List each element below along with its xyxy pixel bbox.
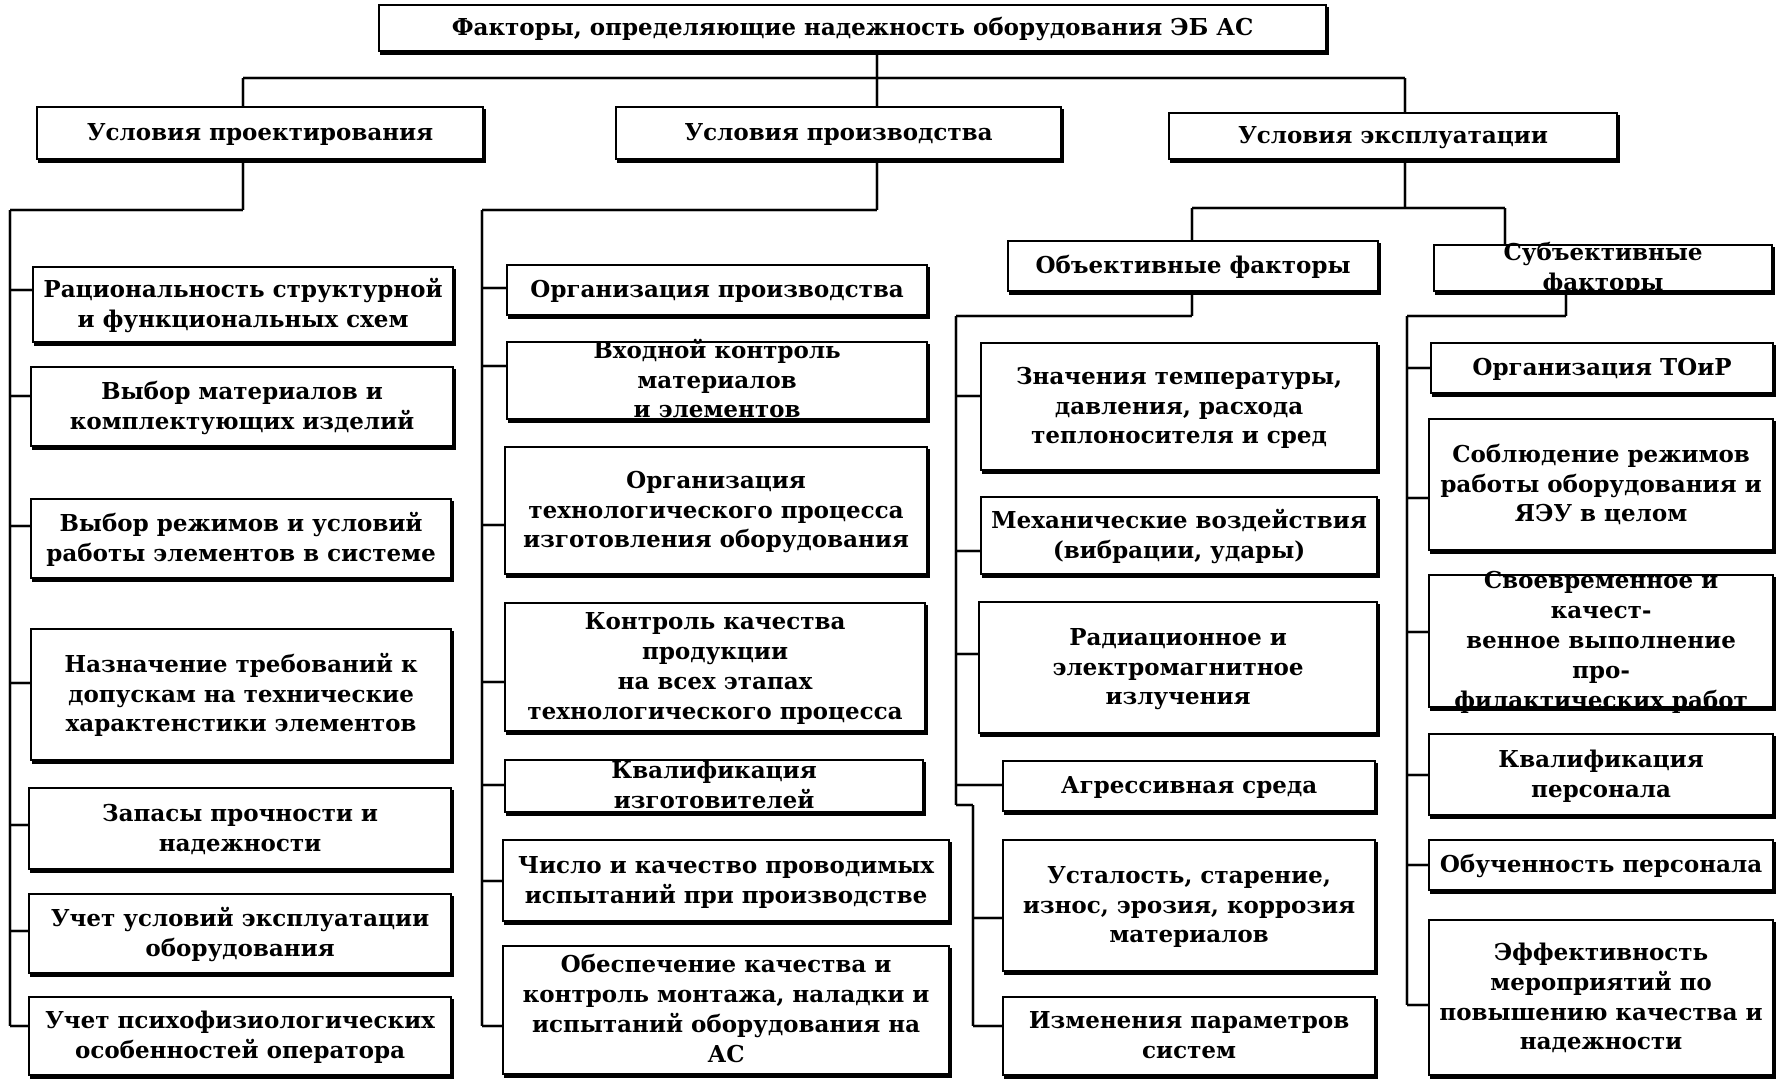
- subjective-item-label: Своевременное и качест- венное выполнени…: [1454, 567, 1748, 714]
- design-item: Учет психофизиологических особенностей о…: [28, 996, 452, 1076]
- production-item-label: Квалификация изготовителей: [611, 757, 817, 814]
- design-item: Учет условий эксплуатации оборудования: [28, 893, 452, 974]
- operation-conditions-node: Условия эксплуатации: [1168, 112, 1618, 160]
- objective-item: Усталость, старение, износ, эрозия, корр…: [1002, 839, 1376, 972]
- production-item: Входной контроль материалов и элементов: [506, 337, 928, 423]
- subjective-factors-node: Субъективные факторы: [1433, 239, 1773, 296]
- design-item: Выбор материалов и комплектующих изделий: [30, 366, 454, 447]
- production-item: Организация технологического процесса из…: [504, 446, 928, 575]
- design-item-label: Запасы прочности и надежности: [102, 799, 378, 857]
- objective-item: Механические воздействия (вибрации, удар…: [980, 496, 1378, 575]
- subjective-item: Организация ТОиР: [1430, 342, 1774, 394]
- design-item-label: Учет условий эксплуатации оборудования: [50, 904, 430, 962]
- production-conditions-label: Условия производства: [684, 119, 993, 147]
- production-conditions-node: Условия производства: [615, 106, 1062, 160]
- design-item-label: Назначение требований к допускам на техн…: [64, 650, 418, 738]
- objective-factors-label: Объективные факторы: [1035, 252, 1351, 280]
- production-item-label: Организация технологического процесса из…: [523, 466, 909, 554]
- objective-item: Изменения параметров систем: [1002, 996, 1376, 1076]
- subjective-item-label: Эффективность мероприятий по повышению к…: [1439, 938, 1763, 1056]
- objective-item-label: Агрессивная среда: [1060, 772, 1318, 800]
- subjective-factors-label: Субъективные факторы: [1503, 239, 1703, 296]
- objective-item-label: Механические воздействия (вибрации, удар…: [991, 506, 1367, 564]
- design-item-label: Выбор режимов и условий работы элементов…: [46, 509, 436, 567]
- production-item: Число и качество проводимых испытаний пр…: [502, 839, 950, 922]
- subjective-item: Своевременное и качест- венное выполнени…: [1428, 567, 1774, 714]
- subjective-item-label: Квалификация персонала: [1498, 745, 1704, 803]
- production-item: Обеспечение качества и контроль монтажа,…: [502, 945, 950, 1075]
- production-item: Квалификация изготовителей: [504, 757, 924, 814]
- production-item-label: Число и качество проводимых испытаний пр…: [518, 851, 934, 909]
- objective-item-label: Радиационное и электромагнитное излучени…: [1052, 623, 1304, 711]
- objective-item: Значения температуры, давления, расхода …: [980, 342, 1378, 471]
- objective-item-label: Изменения параметров систем: [1028, 1007, 1350, 1064]
- production-item-label: Входной контроль материалов и элементов: [593, 336, 841, 424]
- design-item: Запасы прочности и надежности: [28, 787, 452, 870]
- design-item-label: Учет психофизиологических особенностей о…: [45, 1007, 435, 1064]
- subjective-item: Квалификация персонала: [1428, 733, 1774, 816]
- production-item-label: Организация производства: [530, 276, 904, 304]
- design-conditions-label: Условия проектирования: [86, 119, 434, 147]
- subjective-item: Эффективность мероприятий по повышению к…: [1428, 919, 1774, 1076]
- design-item-label: Рациональность структурной и функциональ…: [43, 275, 443, 333]
- production-item-label: Обеспечение качества и контроль монтажа,…: [522, 951, 930, 1068]
- design-item: Выбор режимов и условий работы элементов…: [30, 498, 452, 579]
- root-node: Факторы, определяющие надежность оборудо…: [378, 4, 1327, 52]
- design-conditions-node: Условия проектирования: [36, 106, 484, 160]
- subjective-item: Обученность персонала: [1428, 839, 1774, 891]
- production-item: Контроль качества продукции на всех этап…: [504, 602, 926, 732]
- production-item: Организация производства: [506, 264, 928, 316]
- root-node-label: Факторы, определяющие надежность оборудо…: [451, 14, 1254, 42]
- design-item-label: Выбор материалов и комплектующих изделий: [69, 377, 415, 435]
- design-item: Назначение требований к допускам на техн…: [30, 628, 452, 761]
- subjective-item-label: Организация ТОиР: [1472, 354, 1732, 382]
- subjective-item-label: Соблюдение режимов работы оборудования и…: [1440, 440, 1762, 528]
- design-item: Рациональность структурной и функциональ…: [32, 266, 454, 343]
- objective-item: Агрессивная среда: [1002, 760, 1376, 812]
- objective-item: Радиационное и электромагнитное излучени…: [978, 601, 1378, 734]
- subjective-item-label: Обученность персонала: [1439, 851, 1763, 879]
- objective-item-label: Усталость, старение, износ, эрозия, корр…: [1022, 861, 1356, 949]
- subjective-item: Соблюдение режимов работы оборудования и…: [1428, 418, 1774, 551]
- objective-factors-node: Объективные факторы: [1007, 240, 1379, 292]
- operation-conditions-label: Условия эксплуатации: [1238, 122, 1548, 150]
- production-item-label: Контроль качества продукции на всех этап…: [527, 608, 903, 725]
- objective-item-label: Значения температуры, давления, расхода …: [1015, 362, 1343, 450]
